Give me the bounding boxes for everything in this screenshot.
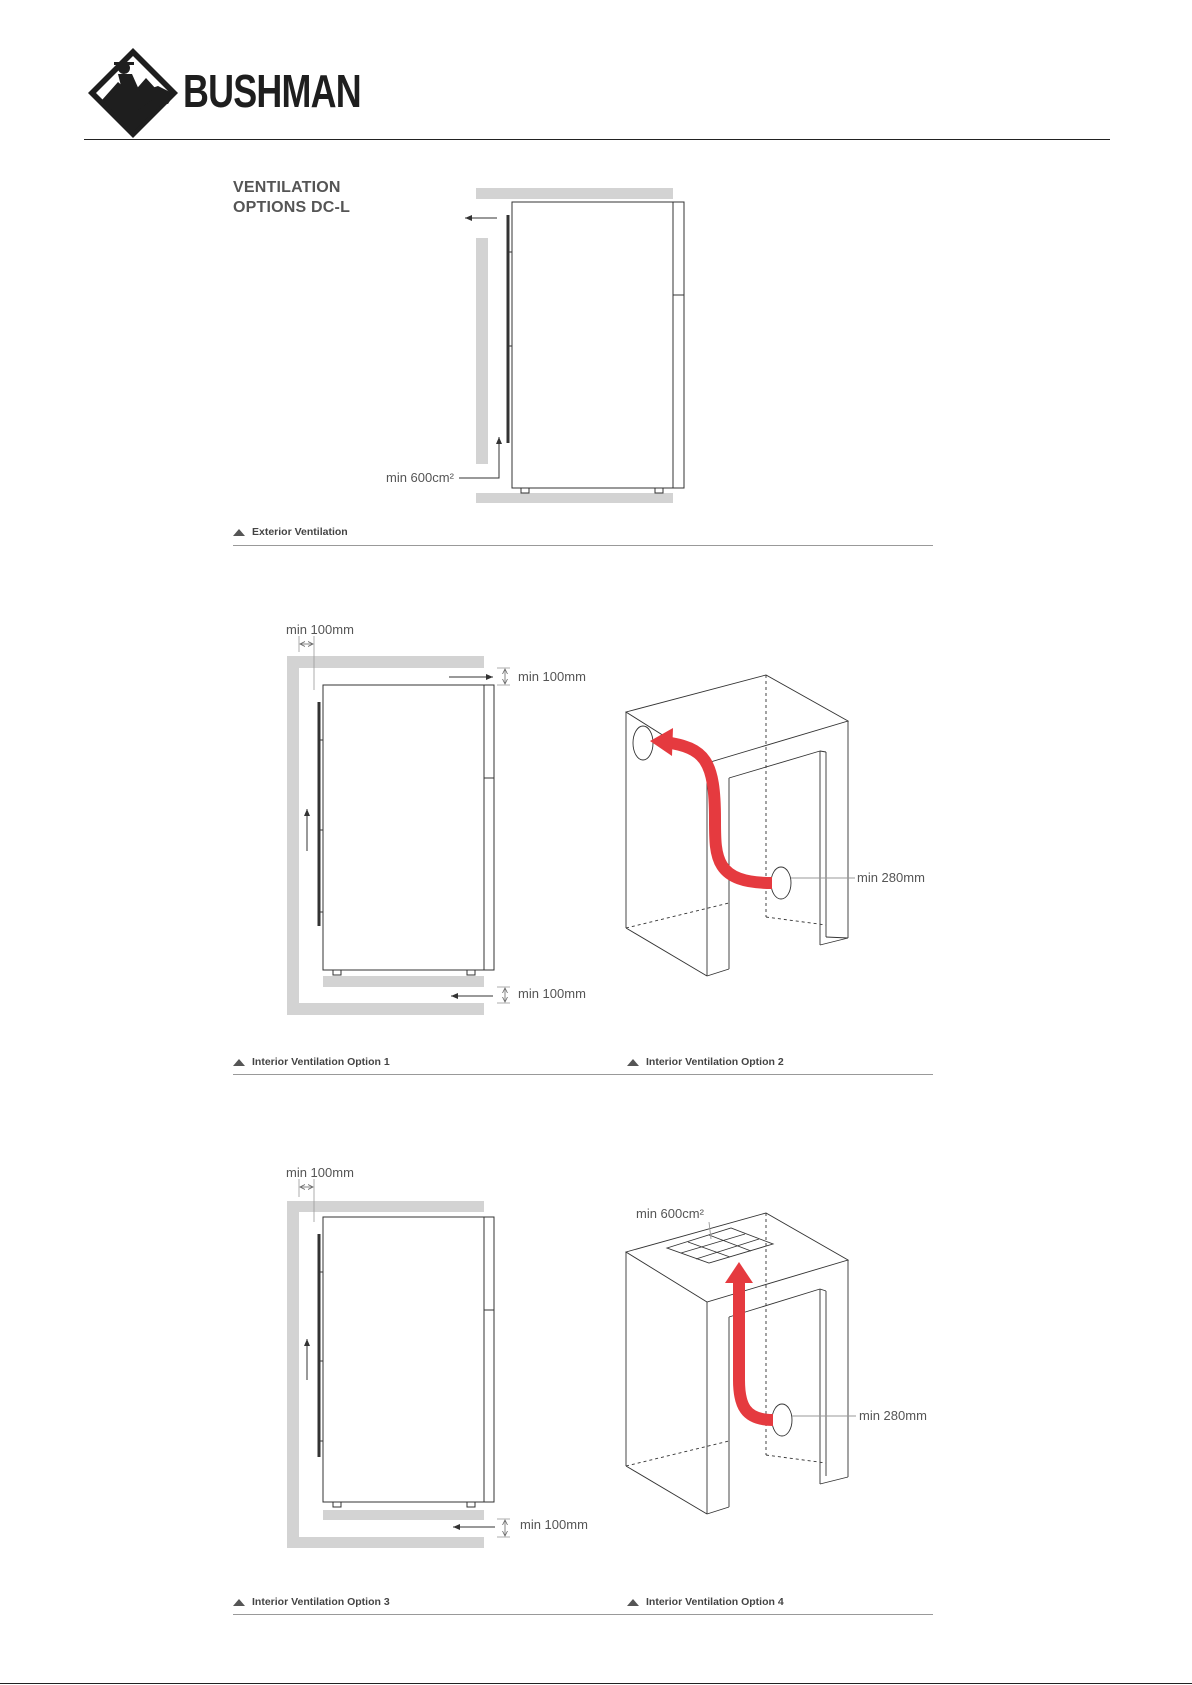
exterior-min-area-label: min 600cm² bbox=[386, 470, 454, 485]
exterior-cabinet-door bbox=[673, 202, 684, 488]
interior-option1-diagram bbox=[287, 636, 510, 1015]
caption-interior3-text: Interior Ventilation Option 3 bbox=[252, 1596, 390, 1608]
caption-triangle-icon bbox=[233, 1059, 245, 1066]
caption-interior1-text: Interior Ventilation Option 1 bbox=[252, 1056, 390, 1068]
exterior-bottom-wall bbox=[476, 493, 673, 503]
opt4-duct-label: min 280mm bbox=[859, 1408, 927, 1423]
opt1-top-gap-label: min 100mm bbox=[518, 669, 586, 684]
caption-interior4: Interior Ventilation Option 4 bbox=[627, 1596, 784, 1608]
exterior-top-wall bbox=[476, 188, 673, 199]
interior-option3-diagram bbox=[287, 1179, 510, 1548]
caption-exterior-text: Exterior Ventilation bbox=[252, 526, 348, 538]
caption-interior1: Interior Ventilation Option 1 bbox=[233, 1056, 390, 1068]
caption-row3-rule bbox=[233, 1614, 933, 1615]
caption-exterior: Exterior Ventilation bbox=[233, 526, 348, 538]
caption-triangle-icon bbox=[627, 1059, 639, 1066]
caption-interior3: Interior Ventilation Option 3 bbox=[233, 1596, 390, 1608]
exterior-cabinet bbox=[512, 202, 673, 488]
exterior-ventilation-diagram bbox=[459, 188, 684, 503]
opt4-airflow-arrow bbox=[739, 1280, 773, 1420]
opt3-side-gap-label: min 100mm bbox=[286, 1165, 354, 1180]
caption-triangle-icon bbox=[233, 529, 245, 536]
opt3-cabinet bbox=[323, 1217, 484, 1502]
caption-interior2: Interior Ventilation Option 2 bbox=[627, 1056, 784, 1068]
caption-row2-rule bbox=[233, 1074, 933, 1075]
caption-exterior-rule bbox=[233, 545, 933, 546]
caption-interior2-text: Interior Ventilation Option 2 bbox=[646, 1056, 784, 1068]
opt1-bottom-gap-label: min 100mm bbox=[518, 986, 586, 1001]
interior-option2-diagram bbox=[626, 675, 855, 976]
exterior-rear-wall bbox=[476, 238, 488, 464]
opt1-cabinet bbox=[323, 685, 484, 970]
opt3-bottom-gap-label: min 100mm bbox=[520, 1517, 588, 1532]
interior-option4-diagram bbox=[626, 1213, 856, 1514]
opt4-vent-grille bbox=[667, 1228, 773, 1263]
footer-divider bbox=[0, 1683, 1192, 1684]
opt2-duct-label: min 280mm bbox=[857, 870, 925, 885]
opt2-airflow-arrow bbox=[665, 742, 772, 883]
caption-triangle-icon bbox=[233, 1599, 245, 1606]
caption-interior4-text: Interior Ventilation Option 4 bbox=[646, 1596, 784, 1608]
opt4-vent-area-label: min 600cm² bbox=[636, 1206, 704, 1221]
caption-triangle-icon bbox=[627, 1599, 639, 1606]
opt1-side-gap-label: min 100mm bbox=[286, 622, 354, 637]
